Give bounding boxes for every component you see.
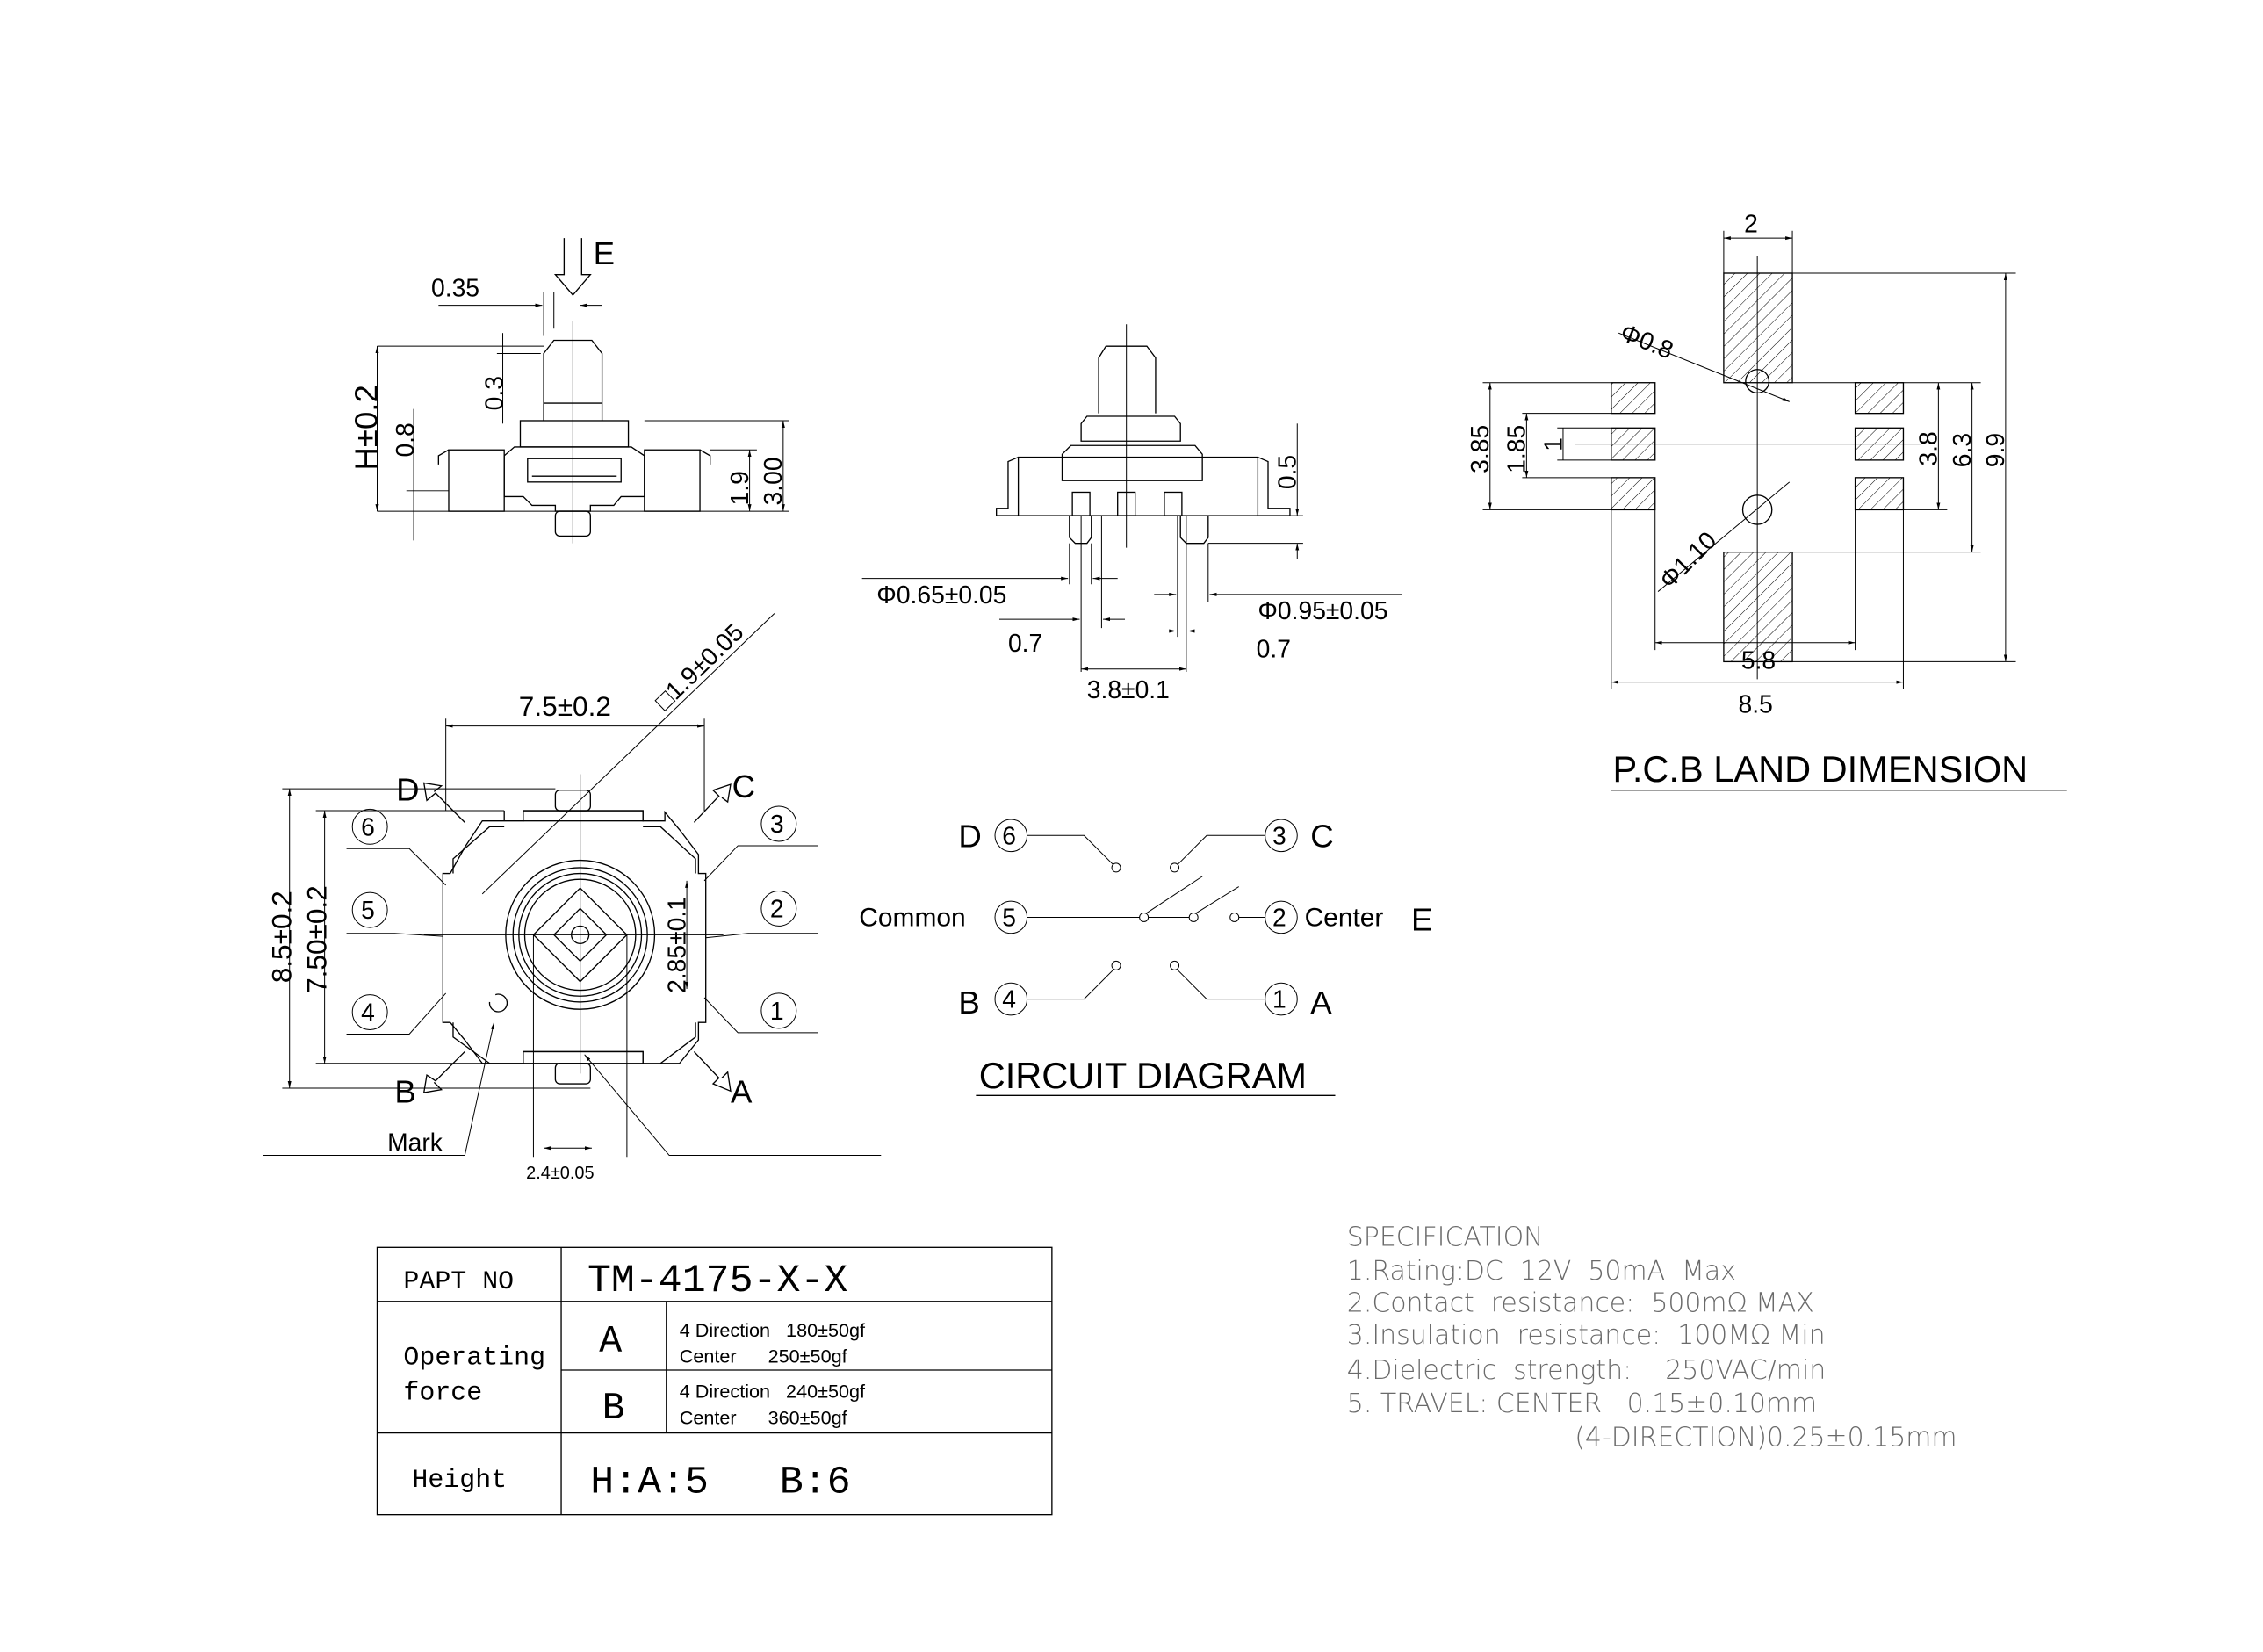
- spec-line: 1.Rating:DC 12V 50mA Max: [1347, 1256, 1736, 1287]
- pad: [1723, 551, 1793, 663]
- dim-0-8: 0.8: [391, 422, 419, 457]
- dim-outer-height: 8.5±0.2: [265, 891, 297, 983]
- type-b-direction-force: 4 Direction 240±50gf: [680, 1381, 866, 1403]
- circuit-label-b: B: [958, 985, 979, 1021]
- force-label-e: E: [594, 235, 615, 271]
- pcb-hole-small-label: Φ0.8: [1617, 318, 1677, 364]
- switch-top-outline: [423, 774, 724, 1085]
- pcb-dim-1-85: 1.85: [1503, 425, 1531, 473]
- pin-6: 6: [361, 812, 375, 840]
- switch-side-outline: [437, 321, 711, 544]
- dim-1-9: 1.9: [725, 471, 753, 505]
- spec-line: 4.Dielectric strength: 250VAC/min: [1347, 1355, 1826, 1386]
- pcb-dim-2: 2: [1744, 209, 1758, 237]
- pad: [1611, 477, 1656, 511]
- pin-5: 5: [361, 896, 375, 924]
- circuit-pin-3: 3: [1272, 821, 1286, 849]
- circuit-title: CIRCUIT DIAGRAM: [979, 1055, 1307, 1096]
- pin-4: 4: [361, 999, 375, 1027]
- circuit-diagram: D 6 3 C Common 5 2 Center E B 4 1 A CIRC…: [859, 819, 1432, 1096]
- pin-2: 2: [770, 894, 784, 922]
- specification-block: SPECIFICATION 1.Rating:DC 12V 50mA Max 2…: [1347, 1223, 1957, 1454]
- circuit-label-c: C: [1310, 819, 1333, 855]
- circuit-pin-5: 5: [1002, 903, 1016, 931]
- part-number-table: PAPT NO TM-4175-X-X Operating force A 4 …: [376, 1246, 1053, 1516]
- hole-large: [1741, 494, 1773, 525]
- pcb-dim-6-3: 6.3: [1948, 433, 1976, 467]
- part-no-value: TM-4175-X-X: [587, 1259, 847, 1303]
- switch-front-outline: [995, 324, 1291, 548]
- pcb-dim-3-8: 3.8: [1914, 431, 1942, 465]
- force-arrow-e: E: [553, 235, 615, 296]
- circuit-pin-4: 4: [1002, 985, 1016, 1014]
- dim-inner-height: 7.50±0.2: [300, 885, 332, 993]
- pcb-hole-large-label: Φ1.10: [1654, 526, 1721, 594]
- pad: [1854, 477, 1905, 511]
- dim-2-4: 2.4±0.05: [526, 1164, 594, 1183]
- operating-force-label-2: force: [403, 1377, 482, 1407]
- circuit-pin-1: 1: [1272, 985, 1286, 1014]
- circuit-label-center: Center: [1305, 903, 1384, 932]
- dim-3-00: 3.00: [759, 457, 787, 505]
- dim-height: H±0.2: [348, 385, 384, 470]
- circuit-pin-6: 6: [1002, 821, 1016, 849]
- spec-line: (4-DIRECTION)0.25±0.15mm: [1575, 1422, 1957, 1453]
- dim-0-5: 0.5: [1273, 455, 1301, 489]
- height-label: Height: [412, 1465, 507, 1495]
- pad: [1611, 382, 1656, 415]
- spec-line: 3.Insulation resistance: 100MΩ Min: [1347, 1320, 1826, 1351]
- pad: [1854, 382, 1905, 415]
- pin-3: 3: [770, 810, 784, 838]
- pcb-dim-9-9: 9.9: [1981, 433, 2009, 467]
- dim-pitch: 3.8±0.1: [1087, 675, 1170, 703]
- type-a-direction-force: 4 Direction 180±50gf: [680, 1319, 866, 1341]
- type-a: A: [599, 1319, 622, 1362]
- height-value: H:A:5 B:6: [590, 1461, 850, 1505]
- pcb-title: P.C.B LAND DIMENSION: [1613, 748, 2029, 790]
- dim-0-3: 0.3: [480, 376, 508, 410]
- pcb-land-pattern: 2 9.9 6.3 3.8 3.85 1.85 1 5.8 8.5 Φ0.8: [1466, 209, 2067, 791]
- pad: [1723, 272, 1793, 384]
- direction-c: C: [732, 768, 755, 804]
- dim-0-35: 0.35: [431, 274, 479, 302]
- circuit-label-a: A: [1310, 985, 1332, 1021]
- spec-line: 2.Contact resistance: 500mΩ MAX: [1347, 1288, 1814, 1318]
- dim-width: 7.5±0.2: [519, 690, 611, 722]
- dim-2-85: 2.85±0.1: [662, 897, 690, 993]
- dim-pin-large: Φ0.95±0.05: [1258, 596, 1387, 624]
- pcb-dim-5-8: 5.8: [1741, 646, 1776, 675]
- spec-title: SPECIFICATION: [1347, 1223, 1544, 1253]
- direction-b: B: [394, 1074, 415, 1110]
- type-b-center-force: Center 360±50gf: [680, 1407, 848, 1429]
- circuit-label-e: E: [1411, 901, 1432, 937]
- dim-pin-small: Φ0.65±0.05: [876, 581, 1006, 609]
- direction-a: A: [731, 1074, 753, 1110]
- circuit-label-d: D: [958, 819, 981, 855]
- dim-0-7-left: 0.7: [1008, 629, 1042, 657]
- side-view-left: E 0.35 H±0.2 0.8 0.3 1.9 3.00: [348, 235, 789, 544]
- hole-small: [1745, 369, 1770, 394]
- operating-force-label-1: Operating: [403, 1342, 545, 1372]
- part-no-label: PAPT NO: [403, 1266, 514, 1296]
- pin-callouts: 6 5 4 3 2 1: [346, 805, 818, 1035]
- pcb-dim-1: 1: [1539, 437, 1567, 451]
- spec-line: 5. TRAVEL: CENTER 0.15±0.10mm: [1347, 1389, 1817, 1419]
- circuit-pin-2: 2: [1272, 903, 1286, 931]
- mark-label: Mark: [387, 1129, 443, 1157]
- dim-0-7-right: 0.7: [1257, 634, 1291, 662]
- dim-square: □1.9±0.05: [649, 617, 749, 715]
- direction-arrows: D C B A: [394, 768, 755, 1110]
- direction-d: D: [396, 771, 419, 807]
- pcb-dim-3-85: 3.85: [1466, 425, 1494, 473]
- circuit-label-common: Common: [859, 903, 965, 932]
- pcb-dim-8-5: 8.5: [1739, 690, 1773, 718]
- type-b: B: [602, 1387, 625, 1430]
- pin-1: 1: [770, 997, 784, 1025]
- top-view: 7.5±0.2 □1.9±0.05 8.5±0.2 7.50±0.2 2.85±…: [263, 613, 882, 1183]
- type-a-center-force: Center 250±50gf: [680, 1345, 848, 1367]
- side-view-middle: 0.5 Φ0.65±0.05 0.7 Φ0.95±0.05 0.7 3.8±0.…: [861, 324, 1403, 703]
